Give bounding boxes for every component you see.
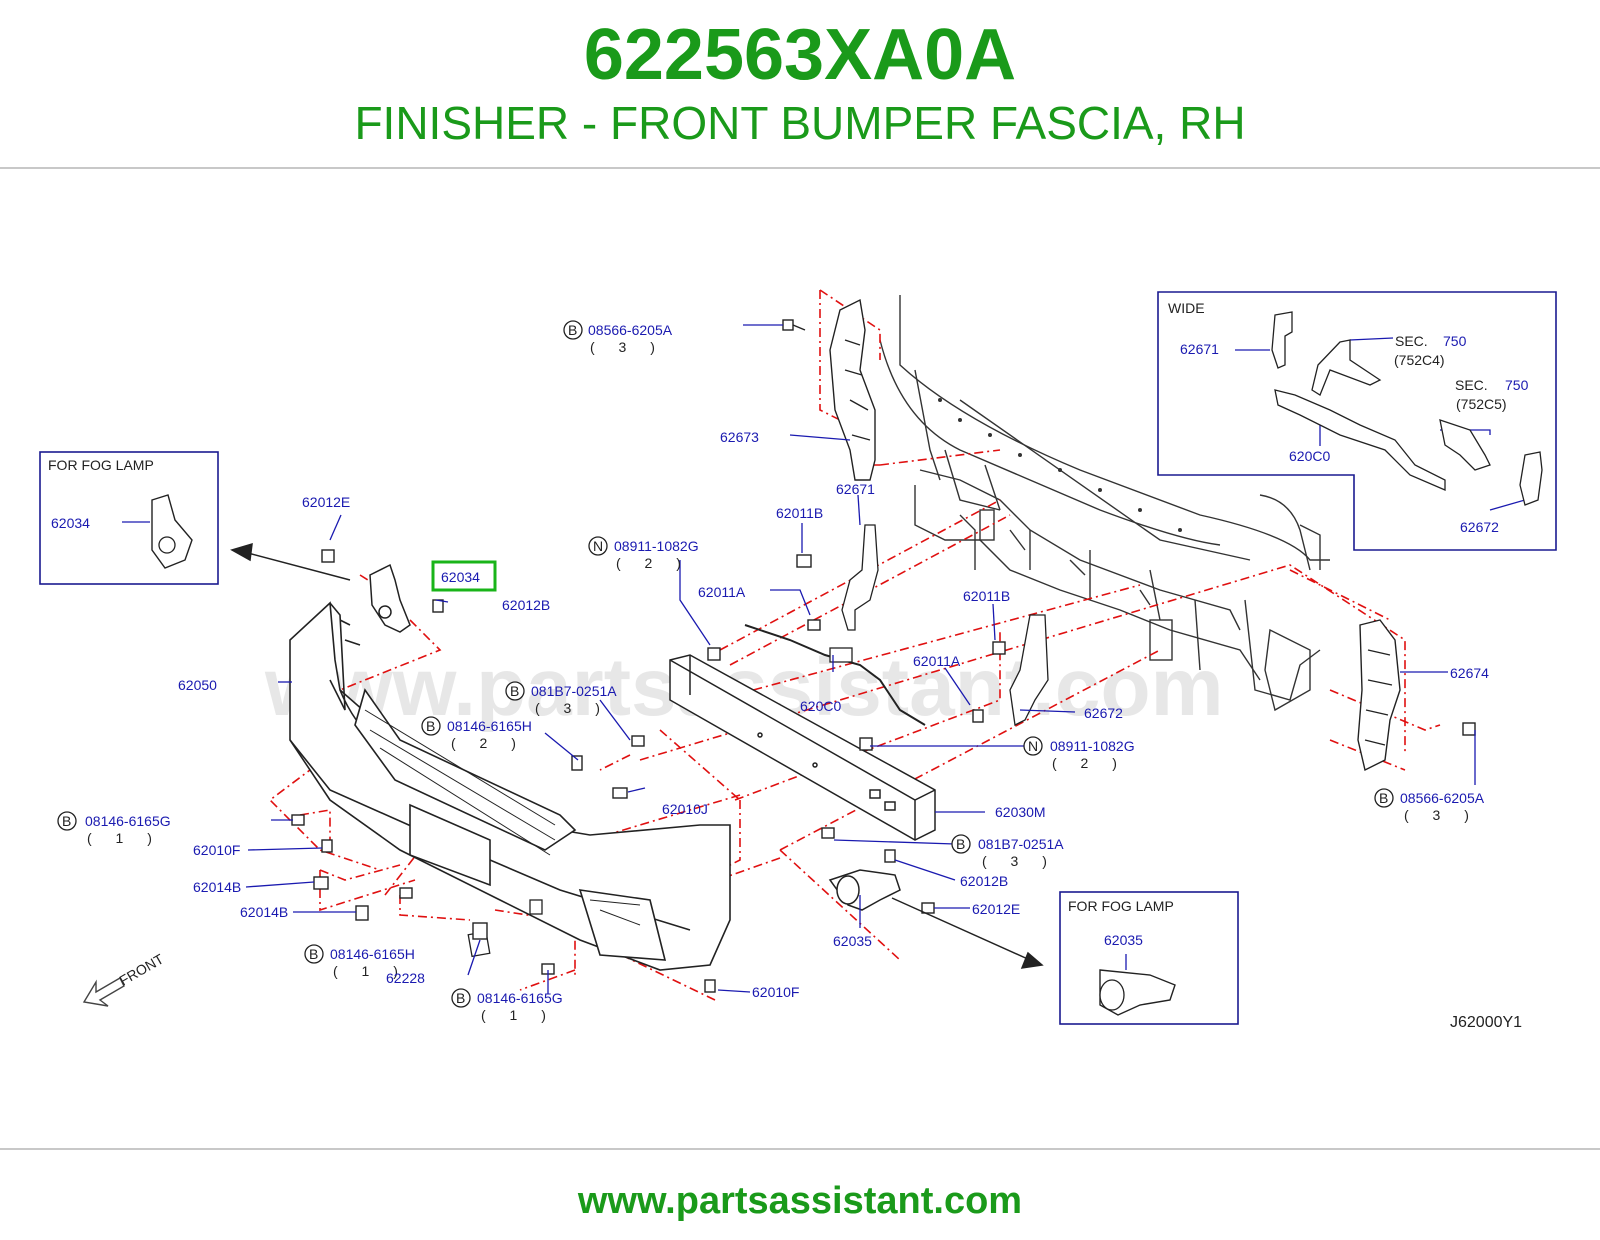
inset-wide-sec2-prefix: SEC.	[1455, 377, 1488, 393]
bracket-62672	[1009, 614, 1049, 726]
inset-wide-sec1-prefix: SEC.	[1395, 333, 1428, 349]
callout-081B7-0251A: 081B7-0251A	[531, 683, 617, 699]
callout-62030M: 62030M	[995, 804, 1046, 820]
diagram-code: J62000Y1	[1450, 1014, 1522, 1031]
inset-fog-right: FOR FOG LAMP 62035	[1059, 891, 1239, 1025]
callout-62012E-2: 62012E	[972, 901, 1020, 917]
callout-qty: ( 2 )	[451, 735, 526, 751]
page-header: 622563XA0A FINISHER - FRONT BUMPER FASCI…	[0, 0, 1600, 168]
callout-badge: B	[456, 990, 465, 1006]
inset-wide-sec1-code: (752C4)	[1394, 352, 1445, 368]
callout-qty: ( 3 )	[535, 700, 610, 716]
callout-qty: ( 3 )	[590, 339, 665, 355]
reinforcement-62030M	[669, 654, 936, 841]
callout-62228: 62228	[386, 970, 425, 986]
callout-qty: ( 3 )	[982, 853, 1057, 869]
callout-qty: ( 2 )	[616, 555, 691, 571]
bumper-fascia-62050	[289, 601, 731, 971]
bracket-62673	[829, 298, 876, 481]
bracket-62674	[1357, 619, 1401, 772]
callout-62010F: 62010F	[193, 842, 240, 858]
callout-badge: B	[62, 813, 71, 829]
parts-diagram: www.partsassistant.com	[0, 270, 1600, 1090]
footer-link[interactable]: www.partsassistant.com	[577, 1180, 1023, 1222]
callout-08146-6165G-2: 08146-6165G	[477, 990, 563, 1006]
inset-fog-right-part: 62035	[1104, 932, 1143, 948]
callout-08146-6165G: 08146-6165G	[85, 813, 171, 829]
highlight-box-62034	[431, 560, 497, 592]
callout-08566-6205A: 08566-6205A	[588, 322, 673, 338]
callout-62035: 62035	[833, 933, 872, 949]
inset-fog-right-title: FOR FOG LAMP	[1068, 898, 1174, 914]
callout-badge: B	[510, 683, 519, 699]
callout-badge: B	[568, 322, 577, 338]
callout-62673: 62673	[720, 429, 759, 445]
finisher-62035	[828, 869, 901, 911]
callout-081B7-0251A-2: 081B7-0251A	[978, 836, 1064, 852]
header-divider	[0, 167, 1600, 169]
callout-62012B: 62012B	[502, 597, 550, 613]
callout-leaders	[245, 324, 1476, 994]
callout-08146-6165H: 08146-6165H	[447, 718, 532, 734]
callout-badge: N	[1028, 738, 1038, 754]
callout-62034-highlighted[interactable]: 62034	[441, 569, 480, 585]
callout-62012E: 62012E	[302, 494, 350, 510]
callout-08566-6205A-2: 08566-6205A	[1400, 790, 1485, 806]
callout-62014B-2: 62014B	[240, 904, 288, 920]
callout-badge: N	[593, 538, 603, 554]
callout-badge: B	[426, 718, 435, 734]
footer-divider	[0, 1148, 1600, 1150]
callout-labels: B 08566-6205A ( 3 ) 62673 62012E 62012B …	[57, 320, 1489, 1023]
callout-badge: B	[956, 836, 965, 852]
callout-62011A: 62011A	[913, 653, 961, 669]
inset-wide-sec1-num: 750	[1443, 333, 1467, 349]
callout-62010F-2: 62010F	[752, 984, 799, 1000]
callout-62011B: 62011B	[963, 588, 1010, 604]
front-label: FRONT	[117, 950, 167, 988]
callout-62011B: 62011B	[776, 505, 823, 521]
assembly-leader-lines	[268, 289, 1441, 1001]
radiator-bolt-holes	[938, 398, 1182, 532]
front-arrow-icon: FRONT	[82, 950, 167, 1007]
harness-620C0	[744, 624, 926, 726]
callout-620C0: 620C0	[800, 698, 841, 714]
callout-62011A: 62011A	[698, 584, 746, 600]
part-number-title: 622563XA0A	[583, 15, 1017, 95]
inset-wide-part-62672: 62672	[1460, 519, 1499, 535]
callout-08146-6165H-2: 08146-6165H	[330, 946, 415, 962]
inset-wide-part-62671: 62671	[1180, 341, 1219, 357]
direction-arrows	[230, 542, 1044, 969]
callout-62010J: 62010J	[662, 801, 708, 817]
callout-08911-1082G-2: 08911-1082G	[1050, 738, 1135, 754]
inset-wide-sec2-num: 750	[1505, 377, 1529, 393]
callout-62671: 62671	[836, 481, 875, 497]
callout-62012B-2: 62012B	[960, 873, 1008, 889]
inset-wide-title: WIDE	[1168, 300, 1205, 316]
callout-qty: ( 1 )	[87, 830, 162, 846]
callout-62014B: 62014B	[193, 879, 241, 895]
inset-fog-left-title: FOR FOG LAMP	[48, 457, 154, 473]
radiator-core-support	[879, 295, 1330, 712]
inset-wide-sec2-code: (752C5)	[1456, 396, 1507, 412]
callout-qty: ( 1 )	[333, 963, 408, 979]
callout-badge: B	[309, 946, 318, 962]
callout-qty: ( 1 )	[481, 1007, 556, 1023]
inset-fog-left-part: 62034	[51, 515, 90, 531]
callout-62050: 62050	[178, 677, 217, 693]
callout-62674: 62674	[1450, 665, 1489, 681]
callout-qty: ( 3 )	[1404, 807, 1479, 823]
inset-fog-left: FOR FOG LAMP 62034	[39, 451, 219, 585]
callout-08911-1082G: 08911-1082G	[614, 538, 699, 554]
callout-badge: B	[1379, 790, 1388, 806]
part-description: FINISHER - FRONT BUMPER FASCIA, RH	[354, 97, 1246, 149]
bracket-62671	[841, 524, 879, 631]
finisher-62034	[369, 563, 411, 633]
inset-wide: WIDE 62671 620C0 62672 SEC. 750 (752C4) …	[1157, 291, 1557, 551]
callout-62672: 62672	[1084, 705, 1123, 721]
callout-qty: ( 2 )	[1052, 755, 1127, 771]
inset-wide-part-620C0: 620C0	[1289, 448, 1330, 464]
exploded-view-svg: www.partsassistant.com	[39, 289, 1557, 1031]
